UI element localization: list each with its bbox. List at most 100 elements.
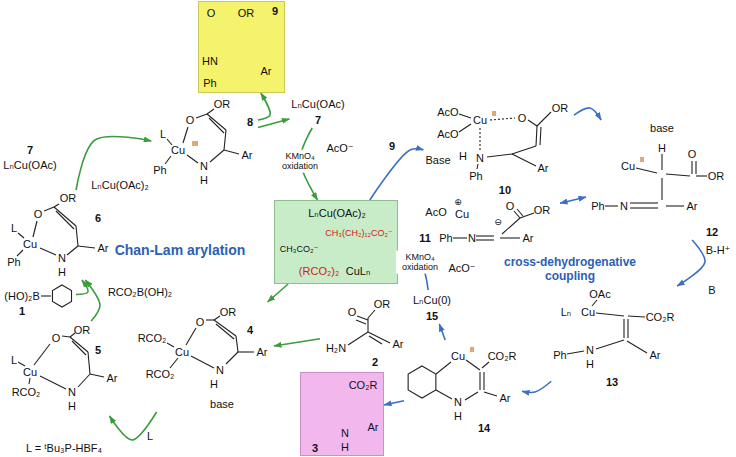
chemical-species: AcOCuIIAcOOORBaseHNPhAr10 xyxy=(423,100,574,198)
bond-line xyxy=(78,374,90,387)
compound-number: 14 xyxy=(478,423,490,434)
structure-text: CuLₙ xyxy=(346,266,371,277)
structure-text: (RCO₂)₂ xyxy=(299,266,339,277)
structure-text: Ph xyxy=(203,78,216,89)
structure-text: OR xyxy=(552,103,569,114)
bond-line xyxy=(90,374,104,377)
structure-text: OR xyxy=(60,193,77,204)
reagent-label: AcO⁻ xyxy=(448,263,475,274)
bond-line xyxy=(191,356,214,368)
structure-text: L xyxy=(11,355,17,366)
compound-number: 6 xyxy=(95,213,101,224)
bond-line xyxy=(186,328,196,345)
bond-line xyxy=(214,320,236,336)
bond-line xyxy=(368,310,375,318)
reaction-arrow xyxy=(76,136,151,190)
reaction-arrow xyxy=(85,280,100,321)
bond-line xyxy=(479,372,480,390)
structure-text: L xyxy=(160,129,166,140)
structure-text: H xyxy=(210,379,218,390)
structure-text: OR xyxy=(74,325,91,336)
reagent-label: B xyxy=(708,285,715,296)
chemical-species: OORH₂NAr2 xyxy=(320,294,408,370)
structure-text: RCO₂ xyxy=(12,387,41,398)
structure-text: Ph xyxy=(553,350,566,361)
bond-line xyxy=(596,313,624,316)
bond-line xyxy=(70,337,88,352)
bond-line xyxy=(459,114,471,118)
structure-text: H xyxy=(454,411,462,422)
bond-line xyxy=(224,150,239,154)
bond-line xyxy=(34,344,50,365)
structure-text: O xyxy=(186,115,195,126)
bond-line xyxy=(206,319,214,320)
bond-line xyxy=(502,218,520,234)
bond-line xyxy=(196,114,207,118)
structure-text: Ph xyxy=(153,165,166,176)
structure-text: AcO xyxy=(425,207,446,218)
structure-text: Base xyxy=(425,155,450,166)
compound-number: 13 xyxy=(606,377,618,388)
structure-text: Ar xyxy=(107,373,118,384)
bond-line xyxy=(628,316,645,317)
structure-text: OAc xyxy=(589,289,610,300)
structure-text: Ar xyxy=(242,150,253,161)
bond-line xyxy=(17,250,23,256)
compound-number: 7 xyxy=(27,145,33,156)
compound-number: 3 xyxy=(312,443,318,454)
compound-number: 9 xyxy=(389,141,395,152)
structure-text: O xyxy=(688,149,697,160)
bond-line xyxy=(368,332,384,340)
structure-text: LₙCu(0) xyxy=(413,295,451,306)
arrow-label: KMnO₄ oxidation xyxy=(276,150,324,173)
structure-text: Cu xyxy=(171,145,185,156)
reaction-arrow xyxy=(677,240,705,286)
structure-text: OR xyxy=(708,171,725,182)
structure-text: CO₂R xyxy=(488,351,517,362)
bond-line xyxy=(453,237,467,238)
bond-line xyxy=(487,154,512,157)
bond-line xyxy=(183,127,188,143)
bond-line xyxy=(54,207,76,226)
compound-number: 9 xyxy=(272,6,278,17)
bond-line xyxy=(627,319,628,338)
structure-text: O xyxy=(348,307,357,318)
bond-line xyxy=(165,156,171,164)
bond-line xyxy=(238,351,254,352)
bond-line xyxy=(512,146,536,154)
bond-line xyxy=(630,207,658,208)
structure-text: CH₃(CH₂)₁₂CO₂⁻ xyxy=(325,229,392,238)
highlight-box: LₙCu(OAc)₂CH₃(CH₂)₁₂CO₂⁻CH₃CO₂⁻(RCO₂)₂Cu… xyxy=(274,200,398,284)
compound-number: 11 xyxy=(419,233,431,244)
bond-line xyxy=(356,320,366,324)
compound-number: 10 xyxy=(499,185,511,196)
bond-line xyxy=(479,128,480,150)
bond-line xyxy=(465,392,478,400)
bond-line xyxy=(369,336,382,344)
bond-line xyxy=(666,205,684,206)
reaction-arrow xyxy=(76,280,88,295)
compound-number: 7 xyxy=(315,115,321,126)
bond-line xyxy=(67,246,78,255)
bond-line xyxy=(62,336,70,337)
structure-text: Ar xyxy=(500,393,511,404)
structure-text: L xyxy=(11,223,17,234)
structure-text: Ar xyxy=(650,350,661,361)
bond-line xyxy=(627,341,647,353)
structure-text: O xyxy=(34,209,43,220)
reagent-label: B-H⁺ xyxy=(706,245,731,256)
bond-line xyxy=(512,154,536,166)
bond-line xyxy=(226,352,238,364)
bond-line xyxy=(54,204,59,207)
structure-text: AcO xyxy=(437,107,458,118)
structure-text: Lₙ xyxy=(561,307,572,318)
reaction-arrow xyxy=(384,401,404,405)
structure-text: O xyxy=(196,317,205,328)
bond-line xyxy=(18,362,25,366)
bond-line xyxy=(224,130,226,150)
bond-line xyxy=(436,390,452,399)
chemical-species: OORRCO₂CuRCO₂NHArbase4 xyxy=(136,302,274,412)
bond-line xyxy=(40,376,66,389)
structure-text: Ar xyxy=(368,422,379,433)
